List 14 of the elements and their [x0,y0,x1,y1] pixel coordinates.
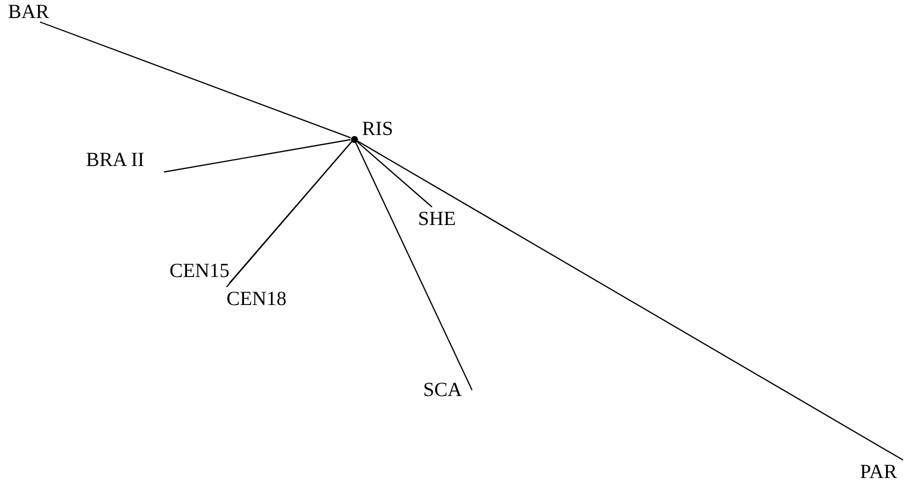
branch-line [40,21,351,138]
branch-line [164,139,351,173]
branch-line [356,140,904,461]
taxon-label: BAR [8,0,50,24]
node-dot [350,136,358,142]
taxon-label: PAR [860,460,898,484]
node-label: RIS [362,117,394,141]
taxon-label: SHE [418,207,456,231]
taxon-label: CEN15 [170,259,230,283]
taxon-label: SCA [423,378,462,402]
branch-line [356,140,432,208]
taxon-label: BRA II [86,148,144,172]
taxon-label: CEN18 [226,287,286,311]
branch-line [354,142,473,390]
